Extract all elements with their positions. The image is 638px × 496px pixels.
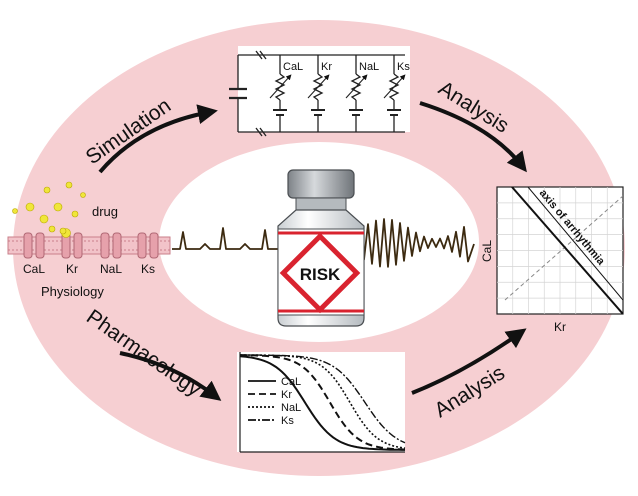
dose-curve-kr [240,354,406,451]
circuit-branch-kr [307,55,330,132]
dose-curve-cal [239,355,405,451]
circuit-branch-ks [383,55,406,132]
risk-diamond [279,232,361,314]
drug-label: drug [92,204,118,219]
simulation-arrow [98,104,218,174]
circuit-label-cal: CaL [283,61,303,73]
cell-label-cal: CaL [23,262,45,276]
dose-response-plot [237,352,406,453]
risk-plot-ylabel: CaL [480,240,494,262]
ion-channel-nal [100,232,122,259]
analysis-top-arrow [419,101,527,173]
pharmacology-arrow [119,351,222,401]
physiology-caption: Physiology [41,284,104,299]
risk-vial [277,169,365,327]
cell-label-nal: NaL [100,262,122,276]
ion-channel-ks [137,232,159,259]
cell-membrane [7,236,171,255]
drug-molecules [12,181,86,238]
circuit-diagram [229,46,410,137]
risk-plot [496,186,624,315]
analysis-bottom-arrow [411,328,527,395]
ion-channel-kr [61,232,83,259]
dose-curve-ks [240,354,406,444]
legend-label-ks: Ks [281,415,294,427]
legend-label-kr: Kr [281,389,292,401]
risk-plot-xlabel: Kr [554,320,566,334]
cell-label-kr: Kr [66,262,78,276]
circuit-branch-nal [345,55,368,132]
dose-curve-nal [240,354,406,449]
legend-label-nal: NaL [281,402,301,414]
circuit-label-nal: NaL [359,61,379,73]
ion-channel-cal [23,232,45,259]
circuit-label-kr: Kr [321,61,332,73]
cell-label-ks: Ks [141,262,155,276]
circuit-branch-cal [269,55,292,132]
circuit-label-ks: Ks [397,61,410,73]
legend-label-cal: CaL [281,376,301,388]
ecg-trace [172,218,475,268]
risk-label: RISK [300,265,341,284]
